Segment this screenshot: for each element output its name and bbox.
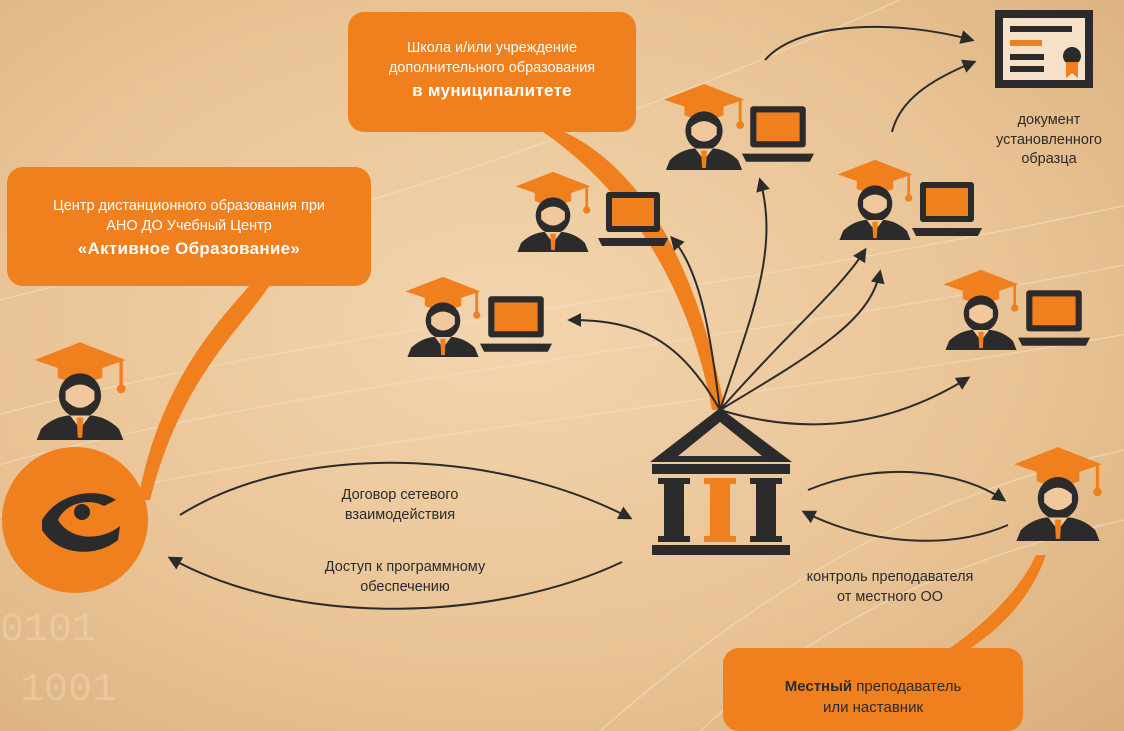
label-certificate-line1: документ	[1017, 112, 1081, 128]
label-access-line1: Доступ к программному	[324, 559, 486, 575]
arrow-to-student-top	[719, 177, 770, 411]
laptop-icon	[742, 106, 814, 162]
laptop-icon	[1018, 290, 1090, 346]
callout-school: Школа и/или учреждение дополнительного о…	[348, 38, 636, 102]
callout-center: Центр дистанционного образования при АНО…	[7, 196, 371, 260]
arrow-to-certificate-top	[764, 25, 975, 61]
callout-center-line1: Центр дистанционного образования при	[53, 198, 325, 214]
callout-local-teacher-rest: преподаватель	[852, 678, 962, 695]
student-icon	[662, 82, 746, 170]
label-certificate-line3: образца	[1021, 151, 1077, 168]
callout-local-teacher-bold: Местный	[784, 678, 853, 695]
student-icon	[514, 170, 592, 252]
student-icon	[32, 340, 128, 442]
callout-school-line2: дополнительного образования	[388, 60, 596, 77]
connector-school-callout	[540, 130, 725, 410]
callout-center-box	[7, 167, 371, 286]
arrow-contract	[179, 461, 633, 520]
certificate-icon	[995, 10, 1093, 88]
connector-center-callout	[138, 285, 270, 500]
arrow-to-teacher	[807, 470, 1007, 502]
label-control: контроль преподавателя от местного ОО	[770, 568, 1010, 607]
arrow-to-student-left	[567, 313, 721, 411]
callout-center-bold: «Активное Образование»	[77, 238, 301, 258]
svg-text:1001: 1001	[20, 668, 116, 713]
arrow-to-student-right2	[719, 269, 885, 411]
callout-teacher-box	[723, 648, 1023, 731]
callout-center-line2: АНО ДО Учебный Центр	[106, 218, 272, 235]
label-certificate-line2: установленного	[996, 131, 1102, 148]
connector-teacher-callout	[940, 555, 1046, 655]
arrow-to-student-right3	[719, 376, 971, 426]
laptop-icon	[480, 296, 552, 352]
label-access: Доступ к программному обеспечению	[290, 558, 520, 597]
arrow-access	[167, 556, 623, 610]
student-icon	[942, 268, 1020, 350]
arrow-to-student-right1	[719, 247, 867, 411]
label-control-line2: от местного ОО	[836, 588, 944, 605]
arrow-to-certificate-right	[891, 59, 977, 133]
student-icon	[836, 158, 914, 240]
student-icon	[1012, 445, 1104, 543]
callout-school-box	[348, 12, 636, 132]
callout-local-teacher-line2: или наставник	[822, 699, 924, 716]
label-contract-line1: Договор сетевого	[341, 487, 459, 503]
laptop-icon	[912, 182, 982, 236]
callout-local-teacher: Местный преподаватель или наставник	[723, 676, 1023, 718]
label-contract: Договор сетевого взаимодействия	[300, 486, 500, 525]
label-control-line1: контроль преподавателя	[806, 569, 974, 585]
label-certificate: документ установленного образца	[975, 111, 1123, 170]
active-education-logo	[2, 447, 148, 593]
arrow-from-teacher	[801, 510, 1009, 542]
arrow-to-student-upperleft	[670, 235, 721, 411]
label-contract-line2: взаимодействия	[344, 506, 456, 523]
callout-school-bold: в муниципалитете	[412, 80, 572, 100]
school-building-icon	[650, 408, 792, 555]
svg-text:0101: 0101	[0, 608, 96, 653]
label-access-line2: обеспечению	[360, 578, 450, 595]
student-icon	[404, 275, 482, 357]
callout-school-line1: Школа и/или учреждение	[406, 40, 578, 56]
